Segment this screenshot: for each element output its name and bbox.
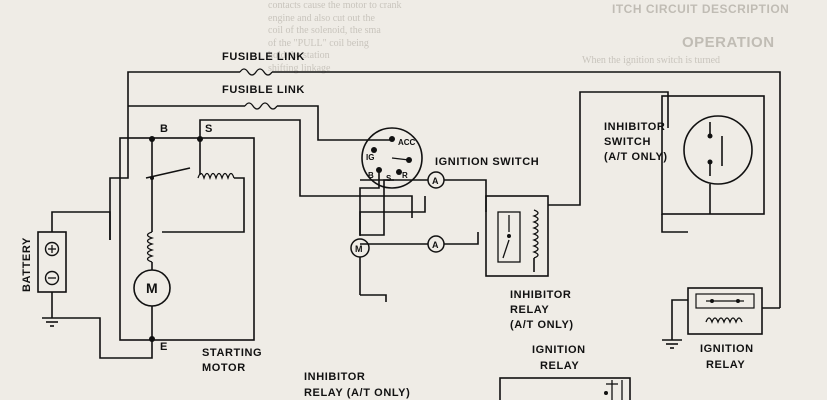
ignition-relay-mid-label-2: RELAY: [540, 360, 579, 372]
terminal-s-label: S: [205, 123, 213, 135]
ign-acc-label: ACC: [398, 138, 416, 147]
battery-label: BATTERY: [21, 237, 33, 292]
ignition-relay-mid-label-1: IGNITION: [532, 344, 586, 356]
fusible-link-1: [239, 68, 273, 76]
inhibitor-relay-mid-label-3: (A/T ONLY): [510, 319, 574, 331]
bleed-heading-left: ITCH CIRCUIT DESCRIPTION: [612, 2, 790, 16]
motor-symbol: M: [146, 280, 158, 296]
inhibitor-switch-label-2: SWITCH: [604, 136, 651, 148]
ign-ig-label: IG: [366, 153, 374, 162]
bleed-text-block-mid: contacts cause the motor to crank engine…: [268, 0, 402, 74]
bleed-heading-right: OPERATION: [682, 34, 775, 51]
terminal-b-label: B: [160, 123, 169, 135]
inhibitor-relay-mid: [485, 195, 549, 277]
ign-r-label: R: [402, 171, 408, 180]
ignition-relay-right: [687, 287, 763, 335]
fusible-link-2: [244, 102, 278, 110]
ignition-switch-label: IGNITION SWITCH: [435, 156, 539, 168]
starting-motor-label-2: MOTOR: [202, 362, 246, 374]
starting-motor-label-1: STARTING: [202, 347, 262, 359]
ignition-relay-mid: [499, 377, 631, 400]
inhibitor-relay-bottom-label-2: RELAY (A/T ONLY): [304, 387, 410, 399]
ammeter-lower-label: A: [432, 240, 439, 250]
starting-motor: [119, 136, 255, 342]
inhibitor-switch: [661, 95, 765, 215]
inhibitor-switch-label-3: (A/T ONLY): [604, 151, 668, 163]
battery: [37, 231, 67, 293]
ground-symbol-right: [662, 339, 682, 349]
ignition-relay-right-label-2: RELAY: [706, 359, 745, 371]
inhibitor-switch-label-1: INHIBITOR: [604, 121, 665, 133]
fusible-link-1-label: FUSIBLE LINK: [222, 51, 305, 63]
fusible-link-2-label: FUSIBLE LINK: [222, 84, 305, 96]
inhibitor-relay-mid-label-2: RELAY: [510, 304, 549, 316]
inhibitor-relay-mid-label-1: INHIBITOR: [510, 289, 571, 301]
bleed-text-block-right: When the ignition switch is turned: [582, 55, 721, 66]
ign-b-label: B: [368, 171, 374, 180]
ignition-relay-right-label-1: IGNITION: [700, 343, 754, 355]
ground-symbol-battery: [42, 317, 62, 327]
terminal-e-label: E: [160, 341, 168, 353]
inhibitor-relay-bottom-label-1: INHIBITOR: [304, 371, 365, 383]
ammeter-upper-label: A: [432, 176, 439, 186]
ign-s-label: S: [386, 174, 392, 183]
small-motor-symbol: M: [355, 244, 363, 254]
ignition-switch: [361, 127, 423, 189]
